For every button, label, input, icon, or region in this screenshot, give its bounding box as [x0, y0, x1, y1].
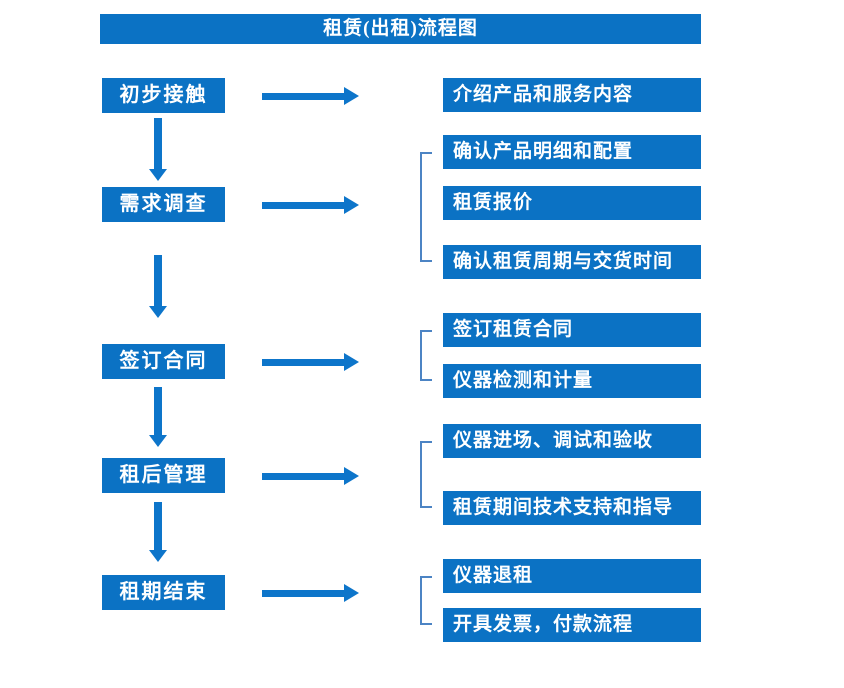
down-arrow-shaft: [154, 387, 162, 435]
right-arrow-shaft: [262, 473, 345, 480]
detail-box-invoice-payment: 开具发票，付款流程: [443, 608, 701, 642]
down-arrow-head: [149, 306, 167, 318]
down-arrow-head: [149, 550, 167, 562]
group-bracket-rental-end: [420, 576, 432, 625]
down-arrow-shaft: [154, 118, 162, 169]
down-arrow-shaft: [154, 502, 162, 550]
group-bracket-sign-contract: [420, 330, 432, 381]
detail-box-sign-rental-contract: 签订租赁合同: [443, 313, 701, 347]
right-arrow-shaft: [262, 93, 345, 100]
right-arrow-1-icon: [262, 87, 359, 105]
right-arrow-head: [344, 196, 359, 214]
right-arrow-head: [344, 467, 359, 485]
detail-box-confirm-product-config: 确认产品明细和配置: [443, 135, 701, 169]
down-arrow-1-icon: [149, 118, 167, 181]
stage-box-post-rental: 租后管理: [102, 458, 225, 493]
right-arrow-shaft: [262, 359, 345, 366]
flowchart-title: 租赁(出租)流程图: [100, 14, 701, 44]
right-arrow-head: [344, 87, 359, 105]
right-arrow-5-icon: [262, 584, 359, 602]
down-arrow-head: [149, 169, 167, 181]
stage-box-rental-end: 租期结束: [102, 575, 225, 610]
right-arrow-head: [344, 584, 359, 602]
right-arrow-4-icon: [262, 467, 359, 485]
down-arrow-shaft: [154, 255, 162, 306]
detail-box-confirm-period-delivery: 确认租赁周期与交货时间: [443, 245, 701, 279]
down-arrow-head: [149, 435, 167, 447]
right-arrow-shaft: [262, 202, 345, 209]
stage-box-demand-survey: 需求调查: [102, 187, 225, 222]
detail-box-instrument-return: 仪器退租: [443, 559, 701, 593]
stage-box-initial-contact: 初步接触: [102, 78, 225, 113]
down-arrow-3-icon: [149, 387, 167, 447]
stage-box-sign-contract: 签订合同: [102, 344, 225, 379]
group-bracket-post-rental: [420, 441, 432, 508]
detail-box-instrument-setup: 仪器进场、调试和验收: [443, 424, 701, 458]
detail-box-rental-quote: 租赁报价: [443, 186, 701, 220]
right-arrow-head: [344, 353, 359, 371]
right-arrow-shaft: [262, 590, 345, 597]
down-arrow-4-icon: [149, 502, 167, 562]
detail-box-tech-support: 租赁期间技术支持和指导: [443, 491, 701, 525]
detail-box-introduce-products: 介绍产品和服务内容: [443, 78, 701, 112]
down-arrow-2-icon: [149, 255, 167, 318]
right-arrow-2-icon: [262, 196, 359, 214]
group-bracket-demand-survey: [420, 152, 432, 262]
detail-box-instrument-inspection: 仪器检测和计量: [443, 364, 701, 398]
right-arrow-3-icon: [262, 353, 359, 371]
